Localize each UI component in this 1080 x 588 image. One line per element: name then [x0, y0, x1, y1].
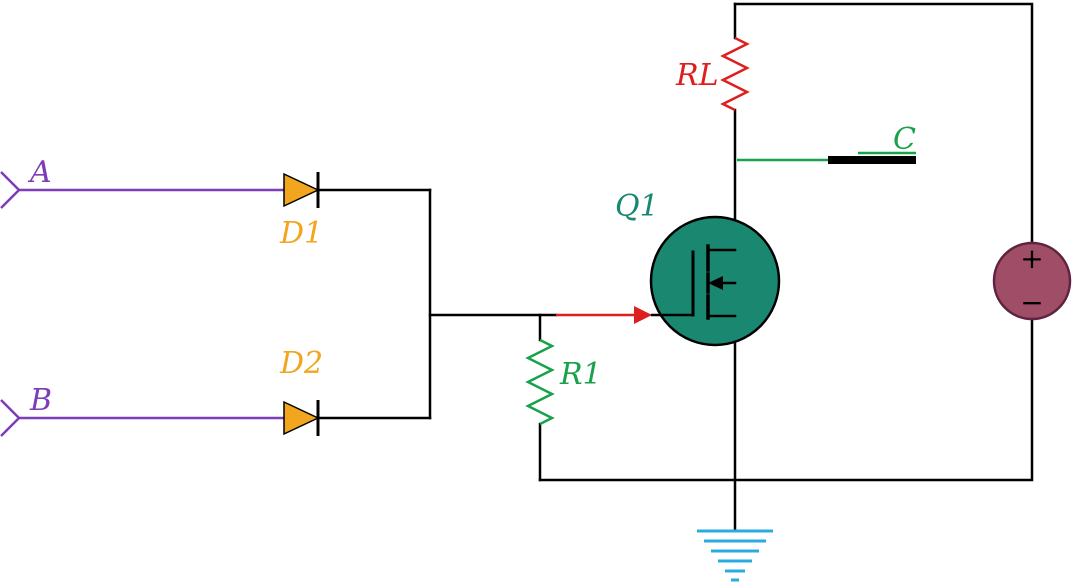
top-rail-wire [733, 2, 1034, 245]
diode-d2-triangle-icon [283, 400, 320, 436]
resistor-rl-label: RL [675, 58, 719, 93]
output-c-terminal-bar [828, 156, 916, 164]
resistor-r1-label: R1 [559, 357, 602, 392]
dc-source: + − [992, 241, 1072, 321]
input-a [0, 171, 284, 209]
bottom-rail-wire [538, 317, 1034, 482]
input-a-terminal-icon [0, 171, 21, 209]
dc-source-minus: − [1020, 286, 1043, 319]
mosfet-q1 [649, 215, 781, 347]
resistor-rl-zigzag [720, 36, 750, 112]
gate-arrow [556, 306, 652, 324]
diode-d1-triangle-icon [283, 172, 320, 208]
diode-d1-label: D1 [279, 216, 323, 251]
diode-d2-label: D2 [279, 346, 323, 381]
input-b-label: B [29, 383, 52, 418]
output-c [737, 151, 916, 164]
diode-d1 [283, 172, 320, 208]
input-b [0, 399, 284, 437]
wire-net [316, 2, 1034, 532]
dc-source-body [992, 241, 1072, 321]
gate-arrowhead-icon [634, 306, 652, 324]
dc-source-plus: + [1020, 242, 1043, 275]
ground-symbol [697, 529, 773, 582]
mosfet-body-arrow-icon [708, 276, 723, 290]
input-b-terminal-icon [0, 399, 21, 437]
resistor-r1-zigzag [525, 338, 555, 426]
output-c-label: C [893, 122, 916, 157]
input-a-label: A [27, 155, 52, 190]
mosfet-q1-label: Q1 [615, 189, 659, 224]
diode-d2 [283, 400, 320, 436]
